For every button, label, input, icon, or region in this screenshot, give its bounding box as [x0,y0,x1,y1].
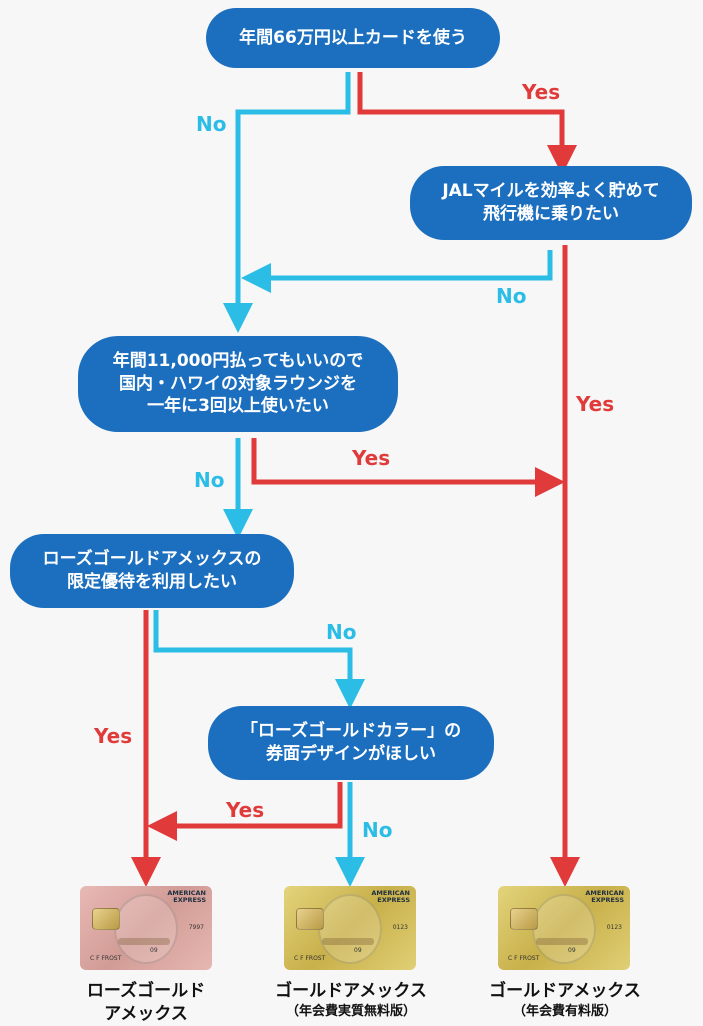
arrow-q1-no [223,72,351,333]
card-holder: C F FROST [508,955,540,962]
result-caption-gold-paid: ゴールドアメックス （年会費有料版） [470,980,660,1021]
question-node-rose-benefits: ローズゴールドアメックスの 限定優待を利用したい [10,534,294,608]
rose-gold-amex-card-image: AMERICAN EXPRESS 7997 09 C F FROST [80,886,212,970]
ribbon-icon [118,938,170,945]
result-caption-gold-free: ゴールドアメックス （年会費実質無料版） [256,980,446,1021]
branch-label-yes: Yes [94,724,133,748]
brand-logo: AMERICAN EXPRESS [580,890,624,904]
gold-amex-paid-card-image: AMERICAN EXPRESS 0123 09 C F FROST [498,886,630,970]
result-subtitle: （年会費有料版） [512,1003,617,1019]
node-line: JALマイルを効率よく貯めて [442,181,660,202]
result-name-line: ゴールドアメックス [489,981,641,1001]
result-name-line: アメックス [104,1003,188,1024]
question-node-lounge: 年間11,000円払ってもいいので 国内・ハワイの対象ラウンジを 一年に3回以上… [78,336,398,432]
branch-label-yes: Yes [352,446,391,470]
ribbon-icon [322,938,374,945]
gold-amex-free-card-image: AMERICAN EXPRESS 0123 09 C F FROST [284,886,416,970]
question-node-rose-design: 「ローズゴールドカラー」の 券面デザインがほしい [208,706,494,780]
question-node-jal-miles: JALマイルを効率よく貯めて 飛行機に乗りたい [410,166,692,240]
node-line: 限定優待を利用したい [67,572,237,592]
branch-label-no: No [496,284,527,308]
branch-label-no: No [326,620,357,644]
ribbon-icon [536,938,588,945]
card-number-tail: 0123 [392,924,408,931]
node-line: 券面デザインがほしい [266,744,436,764]
centurion-icon [318,894,382,964]
node-line: 国内・ハワイの対象ラウンジを [119,373,357,394]
brand-logo: AMERICAN EXPRESS [366,890,410,904]
brand-line: EXPRESS [377,895,410,904]
node-line: 年間66万円以上カードを使う [239,27,467,48]
arrow-q2-no [241,250,553,293]
node-line: 一年に3回以上使いたい [147,396,329,417]
card-holder: C F FROST [90,955,122,962]
question-node-spending: 年間66万円以上カードを使う [206,8,500,68]
centurion-icon [114,894,178,964]
branch-label-no: No [362,818,393,842]
brand-line: AMERICAN [167,889,206,897]
card-expiry: 09 [568,947,576,954]
branch-label-no: No [194,468,225,492]
node-line: 飛行機に乗りたい [483,204,619,224]
branch-label-no: No [196,112,227,136]
branch-label-yes: Yes [576,392,615,416]
branch-label-yes: Yes [522,80,561,104]
card-number-tail: 7997 [188,924,204,931]
chip-icon [296,908,324,930]
brand-line: EXPRESS [591,895,624,904]
brand-logo: AMERICAN EXPRESS [162,890,206,904]
arrow-q5-yes [147,782,343,841]
branch-label-yes: Yes [226,798,265,822]
brand-line: EXPRESS [173,895,206,904]
card-expiry: 09 [354,947,362,954]
card-holder: C F FROST [294,955,326,962]
result-subtitle: （年会費実質無料版） [285,1003,416,1019]
chip-icon [92,908,120,930]
brand-line: AMERICAN [371,889,410,897]
brand-line: AMERICAN [585,889,624,897]
card-expiry: 09 [150,947,158,954]
node-line: 年間11,000円払ってもいいので [112,350,364,371]
node-line: 「ローズゴールドカラー」の [240,721,462,742]
result-caption-rose-gold: ローズゴールド アメックス [56,980,236,1026]
card-number-tail: 0123 [606,924,622,931]
chip-icon [510,908,538,930]
centurion-icon [532,894,596,964]
arrow-q1-yes [357,72,577,175]
node-line: ローズゴールドアメックスの [42,549,262,570]
result-name-line: ローズゴールド [86,981,206,1001]
result-name-line: ゴールドアメックス [275,981,427,1001]
arrow-q4-no [153,610,365,709]
arrow-q3-yes [251,438,565,497]
